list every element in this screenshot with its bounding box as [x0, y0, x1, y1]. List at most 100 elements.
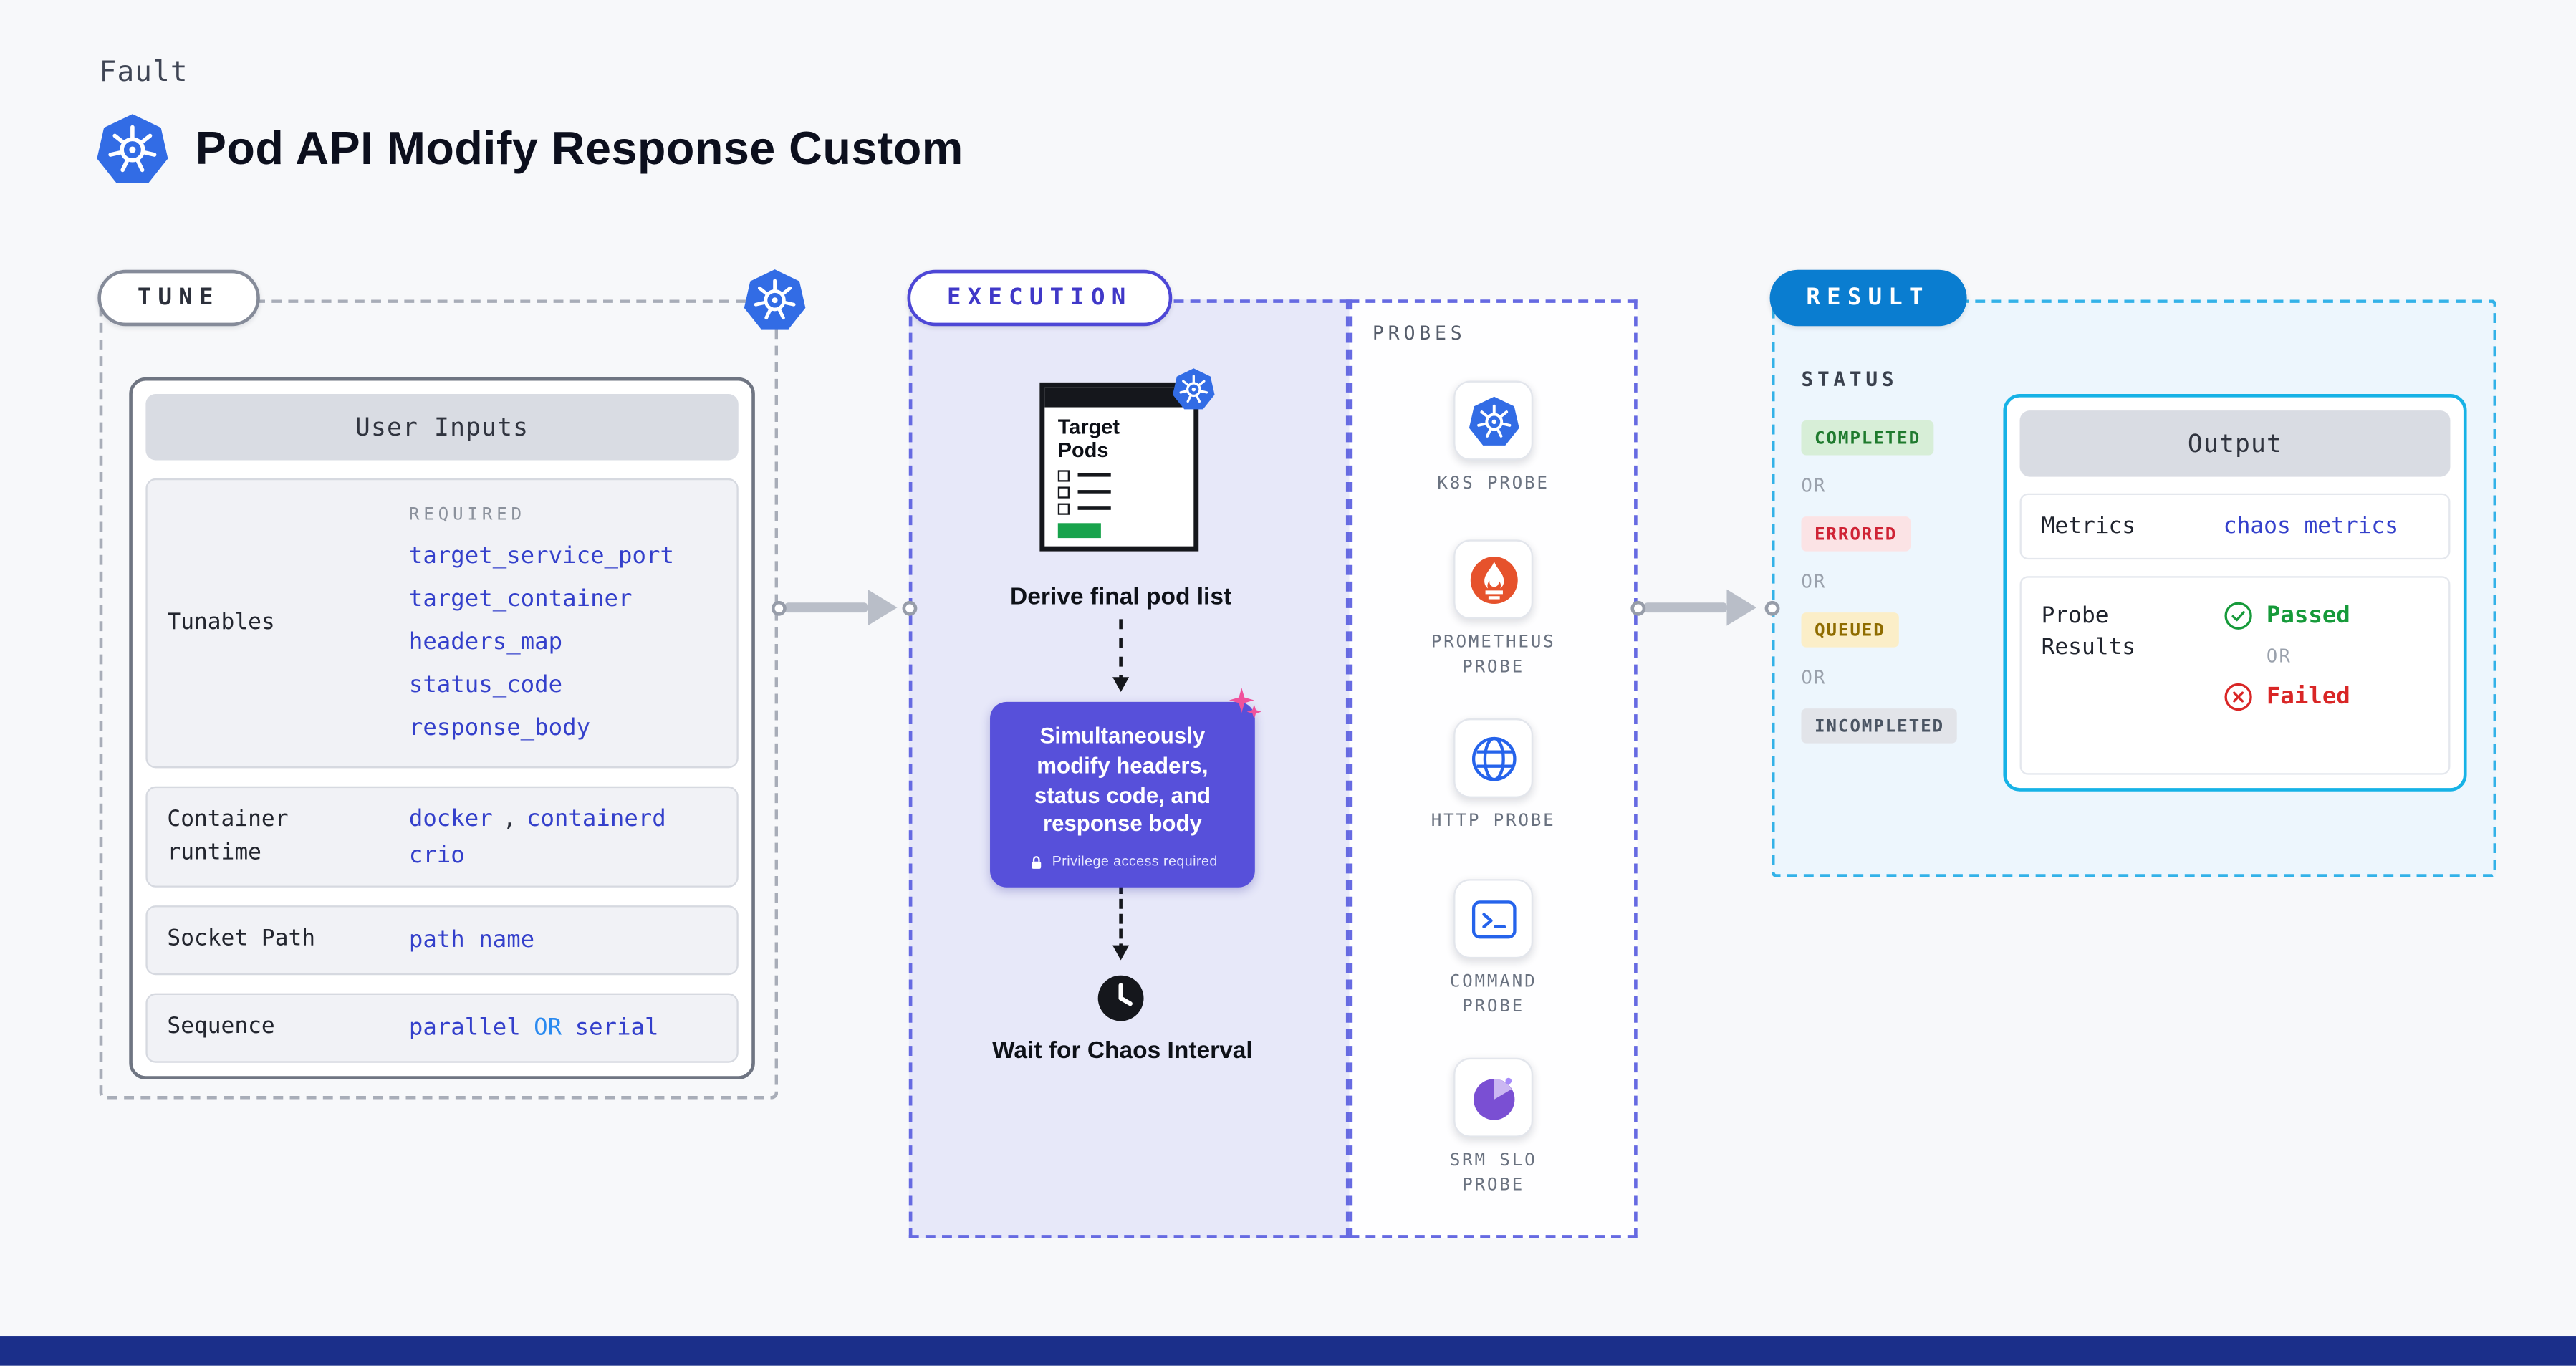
checkbox-icon — [1057, 486, 1070, 499]
tune-section-label: TUNE — [97, 269, 260, 327]
tunable-link[interactable]: response_body — [408, 715, 591, 742]
failed-line: Failed — [2224, 682, 2350, 712]
or-text: OR — [1801, 571, 1827, 593]
probe-item: SRM SLO PROBE — [1350, 1057, 1638, 1198]
connector-dot — [771, 600, 787, 616]
checkbox-icon — [1057, 469, 1070, 481]
tunable-link[interactable]: headers_map — [408, 628, 563, 655]
list-line — [1077, 490, 1111, 494]
output-title: Output — [2019, 410, 2451, 477]
socket-path-value[interactable]: path name — [408, 927, 535, 954]
result-section-label: RESULT — [1769, 269, 1966, 327]
kubernetes-icon — [1172, 367, 1215, 410]
connector-dot — [1630, 600, 1646, 616]
or-text: OR — [1801, 667, 1827, 689]
passed-line: Passed — [2224, 601, 2350, 631]
socket-path-row: Socket Path path name — [145, 905, 739, 976]
tune-section-box — [99, 299, 779, 1100]
target-pods-title: Target Pods — [1057, 415, 1120, 463]
or-text: OR — [1801, 475, 1827, 497]
user-inputs-card: User Inputs Tunables REQUIRED target_ser… — [129, 377, 755, 1079]
probe-label: COMMAND PROBE — [1449, 971, 1537, 1016]
wait-interval-caption: Wait for Chaos Interval — [992, 1038, 1253, 1065]
lock-icon — [1031, 855, 1041, 869]
sequence-values: parallel OR serial — [409, 1015, 659, 1042]
tunable-link[interactable]: status_code — [408, 671, 563, 698]
tunable-link[interactable]: target_container — [408, 585, 633, 612]
runtime-value[interactable]: docker — [408, 805, 493, 832]
status-badge-queued: QUEUED — [1801, 612, 1899, 648]
kubernetes-icon — [1468, 395, 1519, 446]
status-badge-completed: COMPLETED — [1801, 420, 1934, 456]
globe-icon — [1471, 736, 1516, 781]
sequence-label: Sequence — [167, 1014, 275, 1041]
probe-card — [1453, 879, 1534, 959]
container-runtime-values: docker , containerd crio — [409, 805, 666, 868]
probe-results-row: Probe Results Passed OR Failed — [2019, 576, 2451, 775]
sequence-value[interactable]: parallel — [408, 1014, 521, 1042]
sequence-row: Sequence parallel OR serial — [145, 994, 739, 1063]
socket-path-label: Socket Path — [167, 925, 316, 953]
tunable-link[interactable]: target_service_port — [408, 542, 674, 569]
flow-arrowhead — [868, 589, 898, 626]
probe-card — [1453, 1057, 1534, 1137]
or-text: OR — [534, 1014, 562, 1042]
down-arrow — [1112, 884, 1130, 961]
runtime-value[interactable]: containerd — [526, 805, 666, 832]
chaos-action-card: Simultaneously modify headers, status co… — [990, 701, 1255, 888]
status-column: STATUS COMPLETED OR ERRORED OR QUEUED OR… — [1801, 367, 1958, 744]
down-arrow — [1112, 619, 1130, 693]
flow-arrowhead — [1726, 589, 1757, 626]
checkbox-item — [1057, 469, 1181, 481]
progress-bar — [1057, 523, 1101, 539]
flow-arrow — [1643, 602, 1727, 613]
x-circle-icon — [2224, 683, 2252, 711]
list-line — [1077, 506, 1111, 511]
probe-results-label: Probe Results — [2041, 602, 2136, 660]
probe-label: PROMETHEUS PROBE — [1431, 632, 1556, 677]
checkbox-icon — [1057, 502, 1070, 515]
user-inputs-title: User Inputs — [145, 394, 739, 461]
separator: , — [502, 805, 517, 832]
terminal-icon — [1471, 900, 1516, 938]
list-line — [1077, 473, 1111, 478]
checkbox-item — [1057, 502, 1181, 515]
status-heading: STATUS — [1801, 367, 1898, 391]
derive-pod-list-caption: Derive final pod list — [1010, 584, 1232, 611]
probe-item: COMMAND PROBE — [1350, 879, 1638, 1019]
required-label: REQUIRED — [408, 504, 526, 525]
probe-item: K8S PROBE — [1350, 380, 1638, 496]
sequence-value[interactable]: serial — [575, 1014, 659, 1042]
pie-chart-icon — [1472, 1077, 1514, 1120]
page-title: Pod API Modify Response Custom — [195, 122, 963, 174]
probe-results-values: Passed OR Failed — [2224, 601, 2350, 712]
window-titlebar — [1044, 387, 1194, 408]
kubernetes-icon — [744, 268, 807, 331]
runtime-value[interactable]: crio — [408, 842, 465, 869]
privilege-note: Privilege access required — [1052, 852, 1218, 870]
probe-item: HTTP PROBE — [1350, 718, 1638, 834]
metrics-label: Metrics — [2041, 512, 2136, 539]
probe-label: K8S PROBE — [1437, 473, 1549, 494]
prometheus-icon — [1469, 555, 1517, 603]
metrics-row: Metrics chaos metrics — [2019, 493, 2451, 560]
container-runtime-row: Container runtime docker , containerd cr… — [145, 786, 739, 888]
check-circle-icon — [2224, 602, 2252, 630]
or-text: OR — [2266, 645, 2292, 668]
sparkle-icon — [1229, 687, 1264, 722]
metrics-value: chaos metrics — [2223, 513, 2399, 540]
footer-bar — [0, 1336, 2576, 1366]
probes-heading: PROBES — [1372, 321, 1466, 345]
probe-card — [1453, 539, 1534, 620]
kubernetes-icon — [96, 112, 169, 186]
target-pods-icon: Target Pods — [1039, 368, 1215, 552]
probe-card — [1453, 380, 1534, 461]
tunables-label: Tunables — [167, 608, 275, 635]
connector-dot — [1764, 600, 1780, 616]
flow-arrow — [784, 602, 868, 613]
checkbox-item — [1057, 486, 1181, 499]
container-runtime-label: Container runtime — [167, 806, 289, 865]
chaos-action-text: Simultaneously modify headers, status co… — [1034, 723, 1211, 837]
page-header: Pod API Modify Response Custom — [96, 112, 963, 186]
